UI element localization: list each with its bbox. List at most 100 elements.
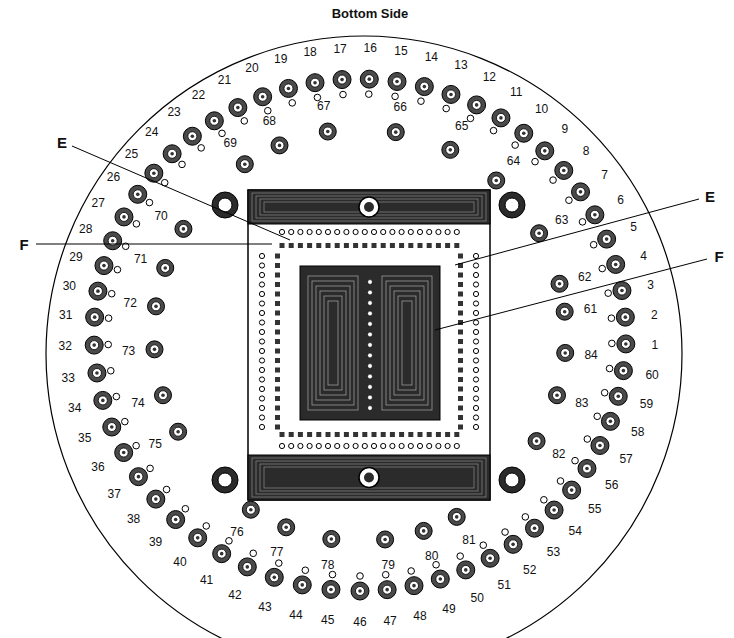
pin-number: 39	[149, 536, 162, 548]
pad-ring	[145, 164, 163, 182]
socket-pin	[316, 443, 321, 448]
socket-pad	[275, 406, 280, 411]
pad-hole	[582, 464, 591, 473]
pin-number: 52	[523, 564, 536, 576]
pad-hole	[243, 562, 252, 571]
socket-pad	[408, 432, 413, 437]
socket-pad	[275, 358, 280, 363]
pad-ring	[163, 145, 181, 163]
pin-number: 46	[353, 616, 366, 628]
pad-core	[287, 87, 291, 91]
pin-number: 1	[651, 339, 658, 351]
pad-hole	[150, 345, 159, 354]
pin-number: 60	[645, 369, 658, 381]
socket-pin	[259, 310, 264, 315]
pad-hole	[509, 540, 518, 549]
pad-ring	[557, 344, 574, 361]
pad-core	[213, 119, 217, 123]
pin-number: 47	[383, 615, 396, 627]
pad-ring	[279, 79, 297, 97]
mounting-hole	[212, 192, 238, 218]
pad-hole	[519, 129, 528, 138]
pad-core	[422, 529, 426, 533]
pad-core	[552, 508, 556, 512]
pin-number: 69	[224, 137, 237, 149]
pad-hole	[381, 535, 390, 544]
pad-ring	[545, 501, 563, 519]
pad-hole	[621, 339, 630, 348]
socket-pad	[458, 415, 463, 420]
pin-number: 68	[263, 115, 276, 127]
pad-hole	[92, 368, 101, 377]
die-outline	[328, 301, 338, 385]
socket-pin	[259, 415, 264, 420]
pin-number: 71	[134, 253, 147, 265]
socket-pad	[275, 377, 280, 382]
die-via	[368, 395, 373, 400]
socket-pin	[335, 443, 340, 448]
pad-ring	[104, 232, 122, 250]
pad-core	[278, 144, 282, 148]
pin-number: 41	[200, 574, 213, 586]
pad-core	[367, 77, 371, 81]
socket-pin	[427, 443, 432, 448]
socket-pad	[353, 243, 358, 248]
pad-core	[605, 237, 609, 241]
socket-pad	[458, 387, 463, 392]
leader-line	[435, 259, 707, 330]
pad-ring	[528, 433, 545, 450]
socket-pin	[371, 443, 376, 448]
socket-pad	[289, 432, 294, 437]
pad-via	[579, 219, 586, 226]
socket-pad	[275, 254, 280, 259]
socket-pin	[473, 396, 478, 401]
pin-number: 32	[59, 340, 72, 352]
socket-pad	[381, 243, 386, 248]
socket-pad	[399, 432, 404, 437]
pad-via	[550, 177, 557, 184]
pad-core	[585, 467, 589, 471]
pad-core	[163, 266, 167, 270]
pin-number: 24	[145, 126, 158, 138]
pad-via	[275, 560, 282, 567]
bar-outline	[264, 467, 474, 488]
pad-via	[480, 542, 487, 549]
socket-pad	[275, 396, 280, 401]
pad-hole	[233, 103, 242, 112]
socket-pad	[275, 320, 280, 325]
pad-hole	[540, 146, 549, 155]
socket-pin	[390, 443, 395, 448]
pad-via	[557, 478, 564, 485]
socket-pad	[408, 243, 413, 248]
pad-hole	[90, 341, 99, 350]
pad-ring	[405, 577, 423, 595]
socket-pin	[445, 229, 450, 234]
pad-ring	[271, 137, 288, 154]
socket-pin	[259, 424, 264, 429]
pin-number: 29	[69, 251, 82, 263]
socket-pad	[458, 349, 463, 354]
pad-ring	[515, 124, 533, 142]
pad-ring	[333, 71, 351, 89]
socket-bar	[248, 190, 490, 224]
socket-pad	[326, 432, 331, 437]
pad-hole	[452, 512, 461, 521]
pad-ring	[415, 522, 432, 539]
socket-frame	[248, 190, 490, 500]
pin-number: 80	[425, 550, 438, 562]
socket-pad	[390, 243, 395, 248]
socket-pad	[298, 432, 303, 437]
socket-pad	[390, 432, 395, 437]
pin-number: 53	[547, 546, 560, 558]
pad-core	[154, 305, 158, 309]
leader-line	[455, 199, 699, 265]
pad-ring	[388, 72, 406, 90]
pad-core	[522, 131, 526, 135]
pad-core	[439, 577, 443, 581]
pad-ring	[586, 206, 604, 224]
pad-core	[92, 343, 96, 347]
bar-outline	[264, 202, 474, 212]
pad-ring	[481, 549, 499, 567]
pad-via	[146, 199, 153, 206]
pad-hole	[93, 287, 102, 296]
